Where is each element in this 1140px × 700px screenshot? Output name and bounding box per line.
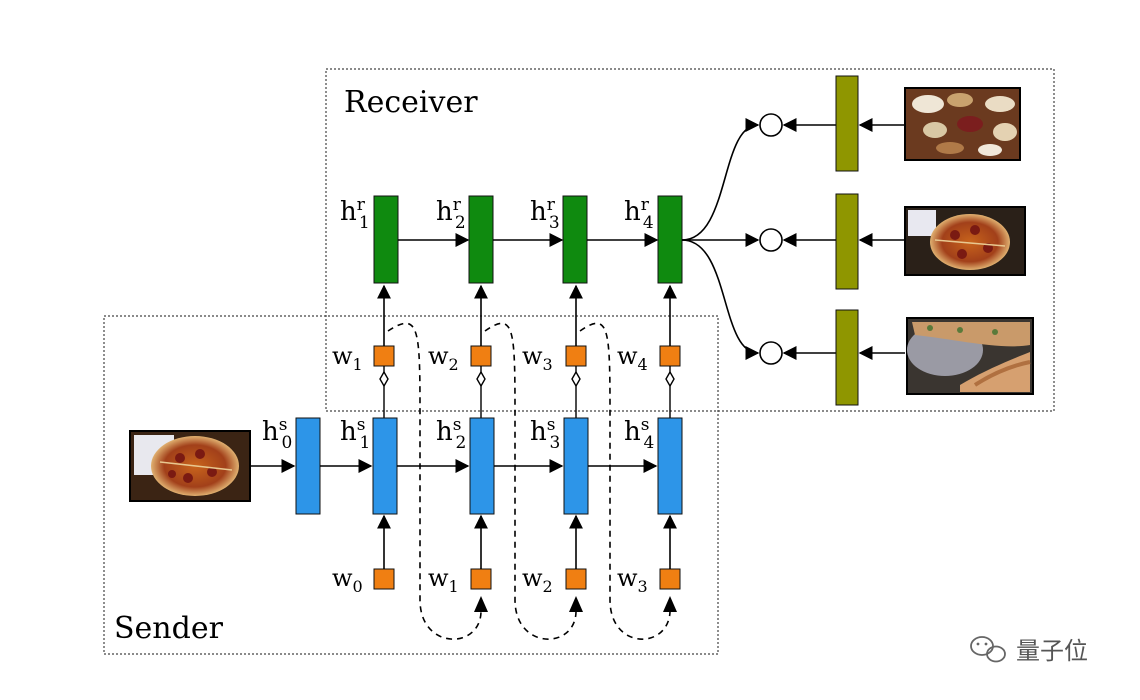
feedback-loop-3 bbox=[579, 322, 671, 640]
candidate-image-3 bbox=[906, 317, 1034, 395]
input-word-label-2: w2 bbox=[522, 564, 553, 596]
diamond-connectors bbox=[379, 366, 675, 418]
diamond-1 bbox=[379, 370, 389, 388]
candidate-image-2 bbox=[904, 206, 1026, 276]
score-circle-1 bbox=[759, 113, 783, 137]
score-circle-2 bbox=[759, 228, 783, 252]
candidate-image-1 bbox=[904, 87, 1021, 161]
sender-cell-3 bbox=[563, 417, 589, 515]
input-word-labels: w0 w1 w2 w3 bbox=[332, 564, 648, 596]
receiver-cell-2 bbox=[468, 195, 494, 284]
sender-cell-4 bbox=[657, 417, 683, 515]
word-box-w1-in bbox=[470, 568, 492, 590]
image-encoder-3 bbox=[835, 309, 859, 406]
watermark: 量子位 bbox=[970, 636, 1088, 665]
word-box-w1-out bbox=[373, 345, 395, 367]
word-to-sender-arrows bbox=[377, 514, 677, 569]
word-box-w4-out bbox=[659, 345, 681, 367]
output-word-label-3: w3 bbox=[522, 342, 553, 374]
output-word-label-4: w4 bbox=[617, 342, 648, 374]
image-to-encoder-arrows bbox=[858, 118, 905, 360]
sender-cell-2 bbox=[469, 417, 495, 515]
output-word-label-1: w1 bbox=[332, 342, 363, 374]
watermark-text: 量子位 bbox=[1016, 637, 1088, 665]
diamond-4 bbox=[665, 370, 675, 388]
word-box-w2-out bbox=[470, 345, 492, 367]
diamond-3 bbox=[571, 370, 581, 388]
diamond-2 bbox=[476, 370, 486, 388]
sender-cells bbox=[372, 417, 683, 515]
feedback-loop-1 bbox=[387, 322, 482, 640]
word-box-w2-in bbox=[565, 568, 587, 590]
word-box-w0-in bbox=[373, 568, 395, 590]
input-word-boxes bbox=[373, 568, 681, 590]
sender-label: Sender bbox=[114, 611, 224, 646]
score-circle-3 bbox=[759, 341, 783, 365]
receiver-box: Receiver bbox=[325, 68, 1055, 412]
feedback-loop-2 bbox=[484, 322, 577, 640]
wechat-icon bbox=[970, 636, 1006, 663]
image-encoder-2 bbox=[835, 193, 859, 290]
comparison-circles bbox=[759, 113, 783, 365]
sender-cell-1 bbox=[372, 417, 398, 515]
image-encoders bbox=[835, 75, 859, 406]
receiver-cell-4 bbox=[657, 195, 683, 284]
feedback-arrowheads bbox=[474, 596, 677, 612]
receiver-cell-1 bbox=[373, 195, 399, 284]
word-to-receiver-arrows bbox=[377, 284, 677, 346]
sender-cell-0 bbox=[295, 417, 321, 515]
receiver-cell-3 bbox=[562, 195, 588, 284]
receiver-cells bbox=[373, 195, 683, 284]
output-word-boxes bbox=[373, 345, 681, 367]
output-word-labels: w1 w2 w3 w4 bbox=[332, 342, 648, 374]
receiver-label: Receiver bbox=[344, 85, 478, 120]
input-word-label-3: w3 bbox=[617, 564, 648, 596]
word-box-w3-out bbox=[565, 345, 587, 367]
branch-curves bbox=[681, 118, 760, 360]
encoder-to-circle-arrows bbox=[782, 118, 836, 360]
input-word-label-1: w1 bbox=[428, 564, 459, 596]
image-encoder-1 bbox=[835, 75, 859, 172]
sender-box: Sender bbox=[103, 315, 719, 655]
output-word-label-2: w2 bbox=[428, 342, 459, 374]
sender-image bbox=[129, 430, 251, 502]
feedback-loops bbox=[387, 322, 671, 640]
input-word-label-0: w0 bbox=[332, 564, 363, 596]
word-box-w3-in bbox=[659, 568, 681, 590]
